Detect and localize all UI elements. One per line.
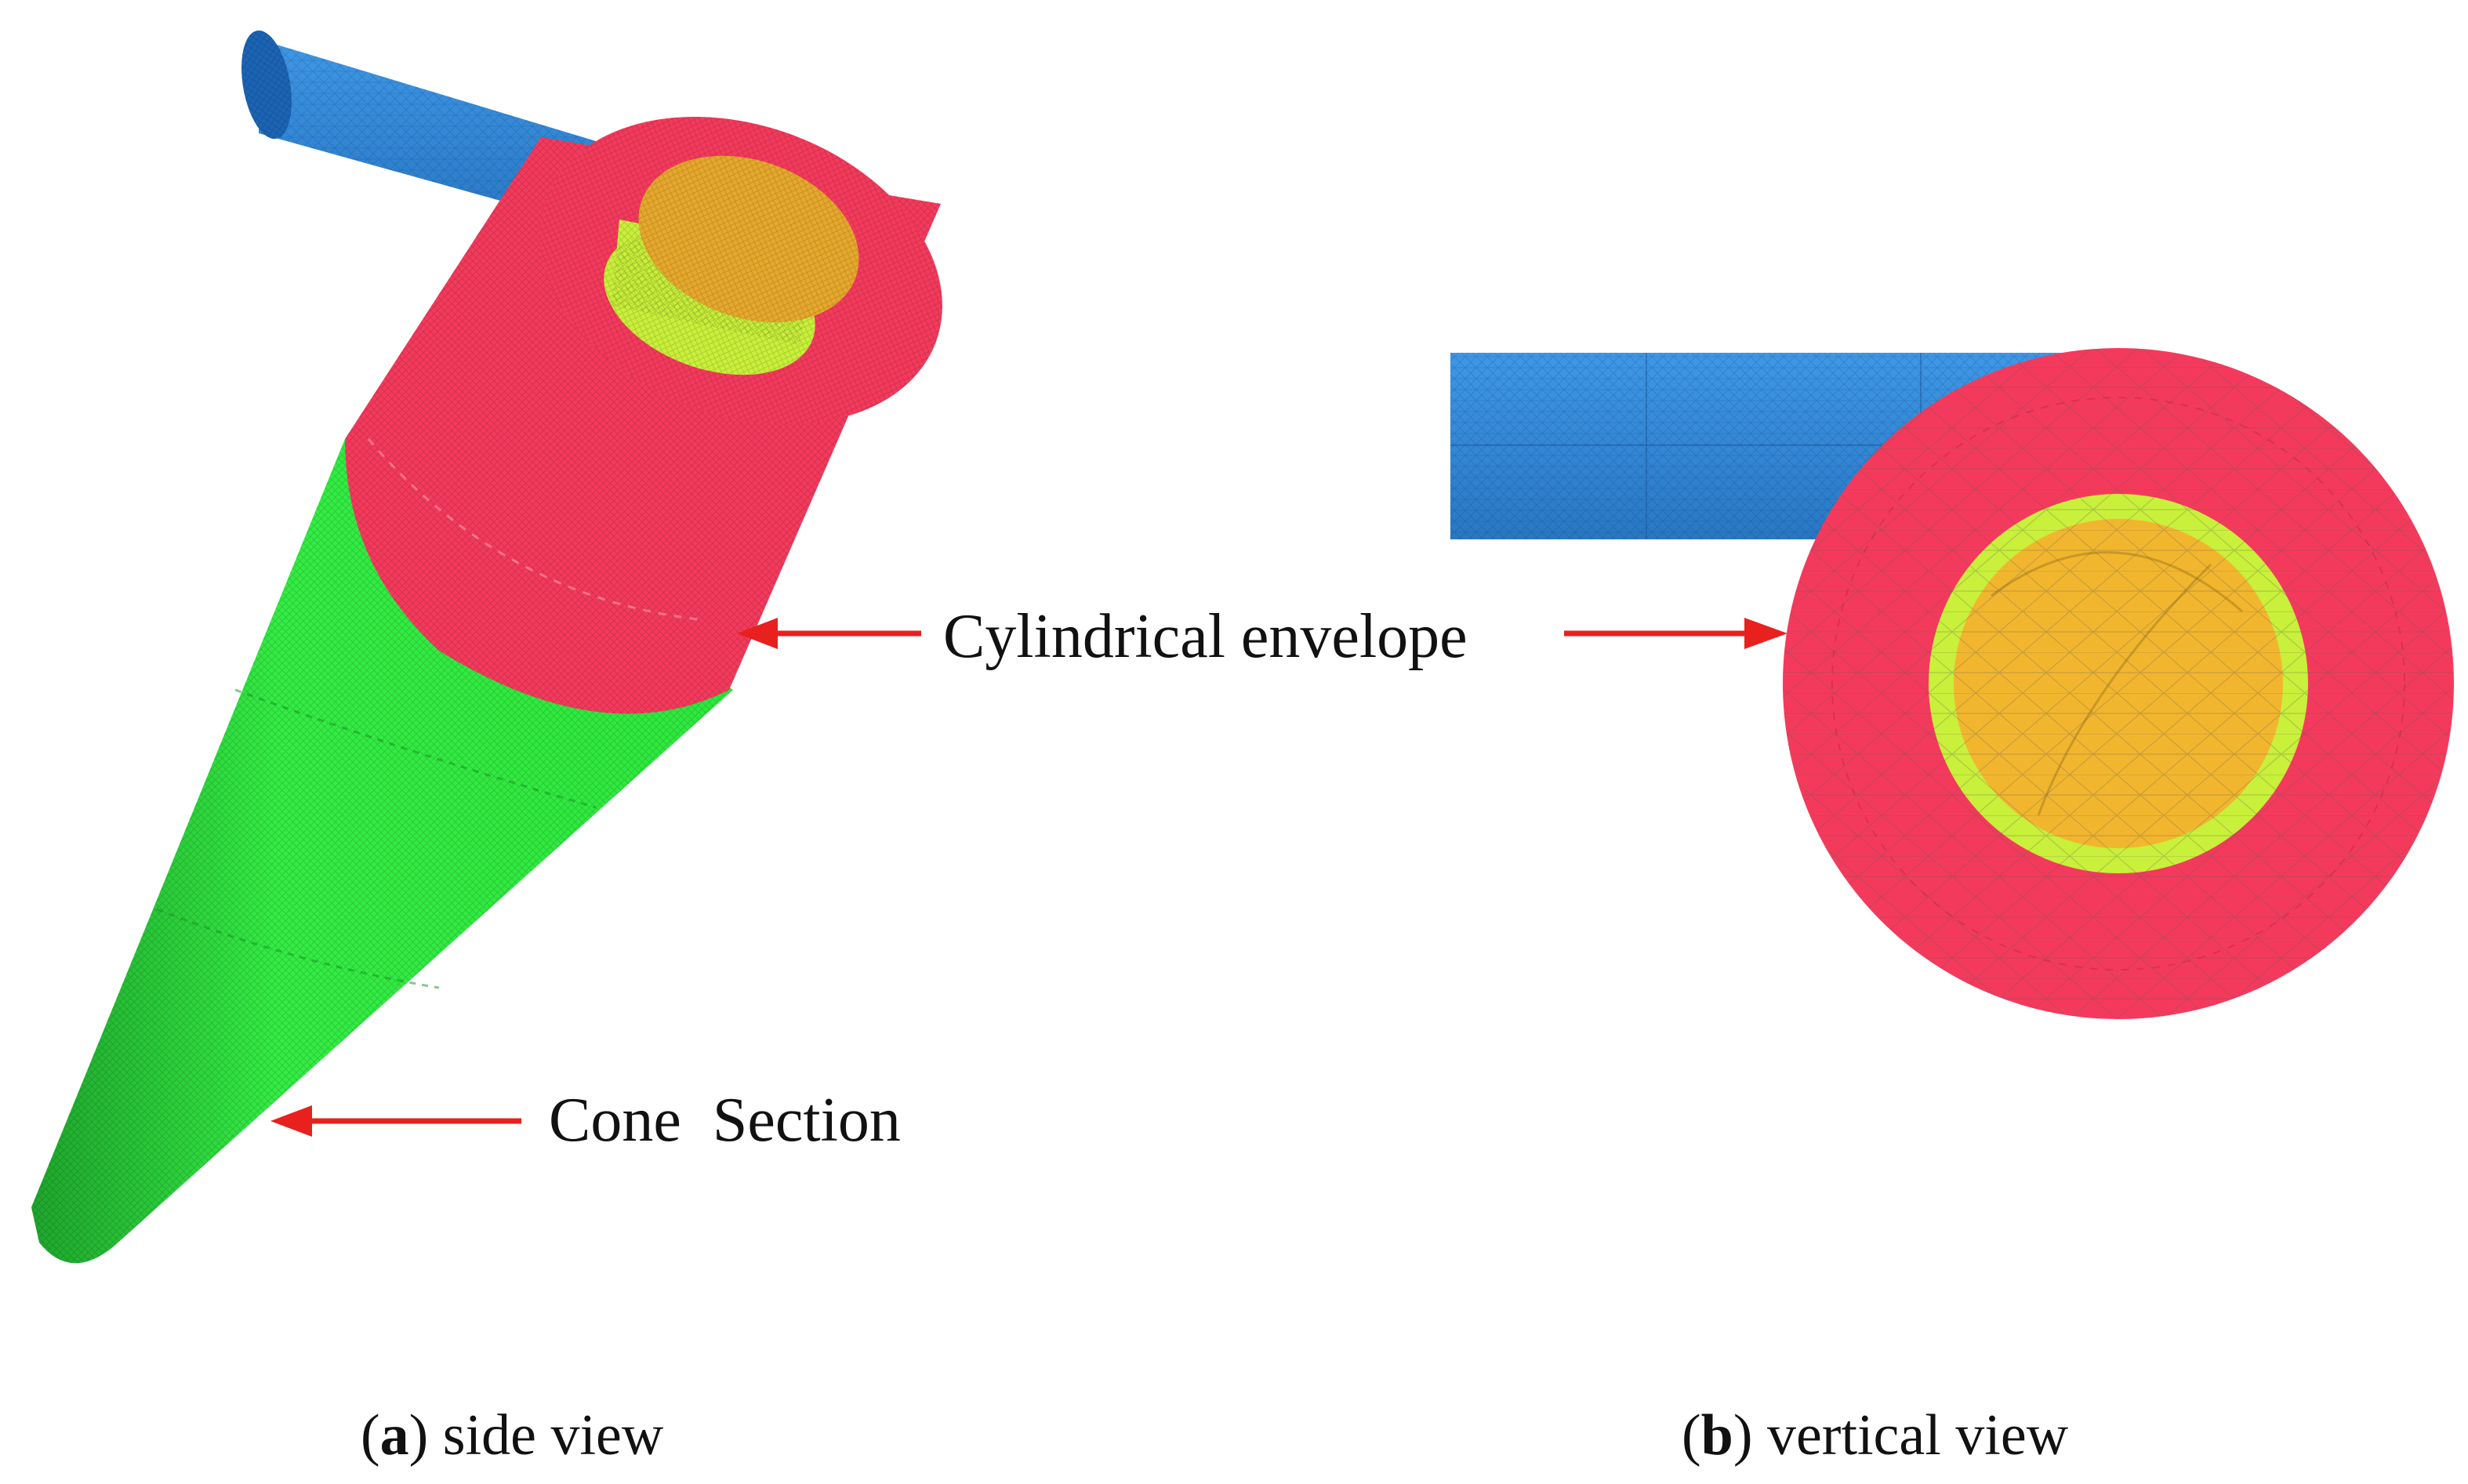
cone-section-label: Cone Section xyxy=(549,1086,901,1155)
outlet-core-top xyxy=(1954,519,2283,848)
caption-a-letter: a xyxy=(380,1403,409,1468)
arrow-to-cylinder-top xyxy=(1564,618,1787,649)
side-view-diagram: Cone Section xyxy=(31,30,942,1264)
caption-a-text: ) side view xyxy=(409,1403,664,1468)
caption-a-open: ( xyxy=(361,1403,380,1468)
cylindrical-envelope-label: Cylindrical envelope xyxy=(943,602,1468,671)
arrow-to-cylinder-side xyxy=(737,618,921,649)
caption-b-open: ( xyxy=(1682,1403,1701,1468)
caption-a: (a) side view xyxy=(361,1403,664,1468)
caption-b: (b) vertical view xyxy=(1682,1403,2069,1468)
caption-b-letter: b xyxy=(1701,1403,1733,1468)
arrow-to-cone xyxy=(270,1105,521,1137)
caption-b-text: ) vertical view xyxy=(1733,1403,2069,1468)
vertical-view-diagram xyxy=(1450,348,2454,1019)
inlet-pipe-side xyxy=(241,30,596,227)
outlet-disc-side xyxy=(638,155,859,323)
